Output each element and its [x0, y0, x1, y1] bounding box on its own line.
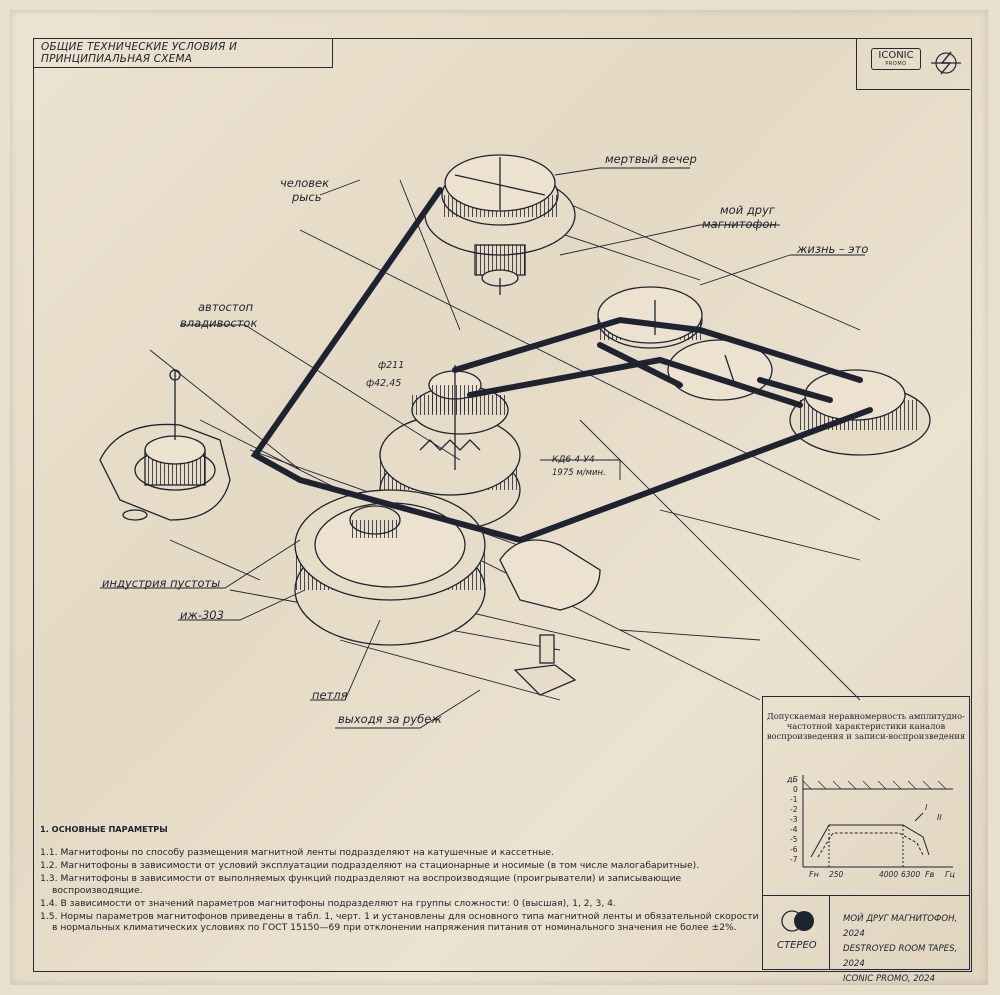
credit-line: ICONIC PROMO, 2024 — [843, 974, 936, 984]
logo-text: ICONIC — [878, 50, 914, 61]
top-reel — [424, 154, 576, 295]
stamp-box: СТЕРЕО МОЙ ДРУГ МАГНИТОФОН, 2024 DESTROY… — [762, 896, 970, 984]
graph-y-tick: -6 — [790, 845, 798, 854]
label-izh-303: иж-303 — [180, 608, 224, 622]
drive-belts — [250, 187, 873, 544]
spec-item: 1.1. Магнитофоны по способу размещения м… — [40, 847, 554, 859]
label-mertvy-vecher: мертвый вечер — [605, 152, 697, 166]
label-vladivostok: владивосток — [180, 316, 258, 330]
graph-unit-db: дБ — [787, 775, 799, 784]
label-vyhodya: выходя за рубеж — [338, 712, 442, 726]
label-kd: КД6-4-У4 — [552, 455, 595, 465]
graph-x-tick: 4000 — [879, 870, 899, 879]
graph-y-tick: -1 — [790, 795, 798, 804]
graph-x-tick: Гц — [945, 870, 955, 879]
spec-section: 1. ОСНОВНЫЕ ПАРАМЕТРЫ 1.1. Магнитофоны п… — [40, 824, 760, 935]
spec-item: 1.3. Магнитофоны в зависимости от выполн… — [40, 873, 682, 896]
graph-y-tick: -5 — [790, 835, 798, 844]
left-assembly — [99, 369, 231, 521]
graph-x-tick: 250 — [829, 870, 844, 879]
graph-x-tick: 6300 — [901, 870, 921, 879]
stereo-icon — [781, 910, 814, 932]
spec-item: 1.2. Магнитофоны в зависимости от услови… — [40, 860, 700, 872]
right-reels — [597, 286, 931, 456]
drawing-frame — [33, 38, 972, 972]
label-industriya: индустрия пустоты — [102, 576, 221, 590]
label-petlya: петля — [312, 688, 348, 702]
label-diameter-4245: ф42,45 — [366, 378, 402, 389]
frequency-response-graph — [802, 775, 953, 868]
flywheel — [294, 489, 486, 646]
credit-line: МОЙ ДРУГ МАГНИТОФОН, 2024 — [843, 914, 958, 939]
central-pulleys — [379, 365, 521, 531]
spec-heading: 1. ОСНОВНЫЕ ПАРАМЕТРЫ — [40, 824, 168, 834]
logo-sub: PROMO — [885, 61, 907, 67]
label-avtostop: автостоп — [198, 300, 254, 314]
label-rys: рысь — [292, 190, 322, 204]
iconic-logo: ICONIC PROMO — [871, 48, 921, 70]
label-chelovek: человек — [280, 176, 330, 190]
graph-y-tick: -4 — [790, 825, 798, 834]
frequency-response-box: Допускаемая неравномерность амплитудно-ч… — [762, 696, 970, 896]
lightning-mark-icon — [931, 51, 961, 75]
label-kd-speed: 1975 м/мин. — [552, 468, 606, 478]
spec-item: 1.4. В зависимости от значений параметро… — [40, 897, 616, 909]
graph-title: Допускаемая неравномерность амплитудно-ч… — [766, 711, 966, 741]
label-zhizn-eto: жизнь – это — [797, 242, 869, 256]
logo-box: ICONIC PROMO — [856, 38, 970, 90]
graph-curve-label: II — [937, 813, 942, 822]
graph-y-tick: 0 — [793, 785, 798, 794]
stamp-divider — [829, 896, 830, 969]
sheet-title-text: ОБЩИЕ ТЕХНИЧЕСКИЕ УСЛОВИЯ И ПРИНЦИПИАЛЬН… — [41, 40, 238, 65]
spec-item: 1.5. Нормы параметров магнитофонов приве… — [40, 910, 759, 934]
sheet-title: ОБЩИЕ ТЕХНИЧЕСКИЕ УСЛОВИЯ И ПРИНЦИПИАЛЬН… — [33, 38, 333, 68]
graph-y-tick: -7 — [790, 855, 798, 864]
label-moy-drug: мой друг — [720, 203, 775, 217]
stereo-label: СТЕРЕО — [777, 940, 817, 951]
graph-y-tick: -3 — [790, 815, 798, 824]
graph-x-tick: Fн — [809, 870, 819, 879]
credits: МОЙ ДРУГ МАГНИТОФОН, 2024 DESTROYED ROOM… — [843, 912, 969, 987]
graph-x-tick: Fв — [925, 870, 935, 879]
label-magnitofon: магнитофон — [702, 217, 777, 231]
graph-y-tick: -2 — [790, 805, 798, 814]
credit-line: DESTROYED ROOM TAPES, 2024 — [843, 944, 958, 969]
graph-curve-label: I — [925, 803, 928, 812]
label-diameter-211: ф211 — [378, 360, 405, 371]
